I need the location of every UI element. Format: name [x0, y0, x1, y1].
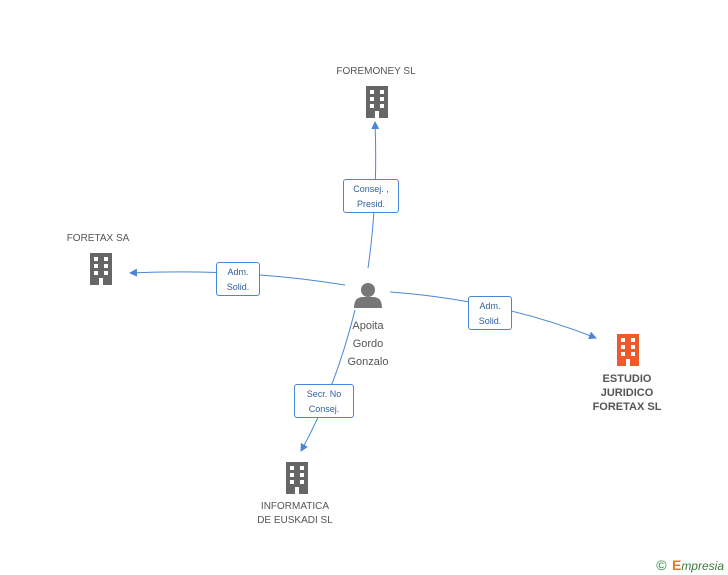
node-estudio[interactable]: ESTUDIO JURIDICO FORETAX SL — [578, 372, 676, 414]
edge-label-informatica[interactable]: Secr. No Consej. — [294, 384, 354, 418]
brand-name: mpresia — [681, 559, 724, 573]
node-label-foremoney: FOREMONEY SL — [336, 66, 416, 77]
node-foretax[interactable]: FORETAX SA — [48, 232, 148, 246]
building-icon-informatica[interactable] — [286, 462, 308, 494]
node-foremoney[interactable]: FOREMONEY SL — [316, 65, 436, 79]
node-label-center: Apoita Gordo Gonzalo — [347, 320, 389, 368]
edge-label-estudio[interactable]: Adm. Solid. — [468, 296, 512, 330]
node-label-informatica: INFORMATICA DE EUSKADI SL — [257, 501, 333, 526]
building-icon-foremoney[interactable] — [366, 86, 388, 118]
building-icon-foretax[interactable] — [90, 253, 112, 285]
footer-brand: © Empresia — [656, 557, 724, 573]
person-icon[interactable] — [354, 283, 382, 308]
node-center[interactable]: Apoita Gordo Gonzalo — [326, 316, 410, 370]
brand-initial: E — [671, 557, 682, 573]
copyright-symbol: © — [656, 557, 667, 573]
building-icon-estudio[interactable] — [617, 334, 639, 366]
node-label-estudio: ESTUDIO JURIDICO FORETAX SL — [592, 373, 662, 413]
node-label-foretax: FORETAX SA — [66, 233, 130, 244]
node-informatica[interactable]: INFORMATICA DE EUSKADI SL — [240, 500, 350, 528]
edge-label-foremoney[interactable]: Consej. , Presid. — [343, 179, 399, 213]
edge-label-foretax[interactable]: Adm. Solid. — [216, 262, 260, 296]
